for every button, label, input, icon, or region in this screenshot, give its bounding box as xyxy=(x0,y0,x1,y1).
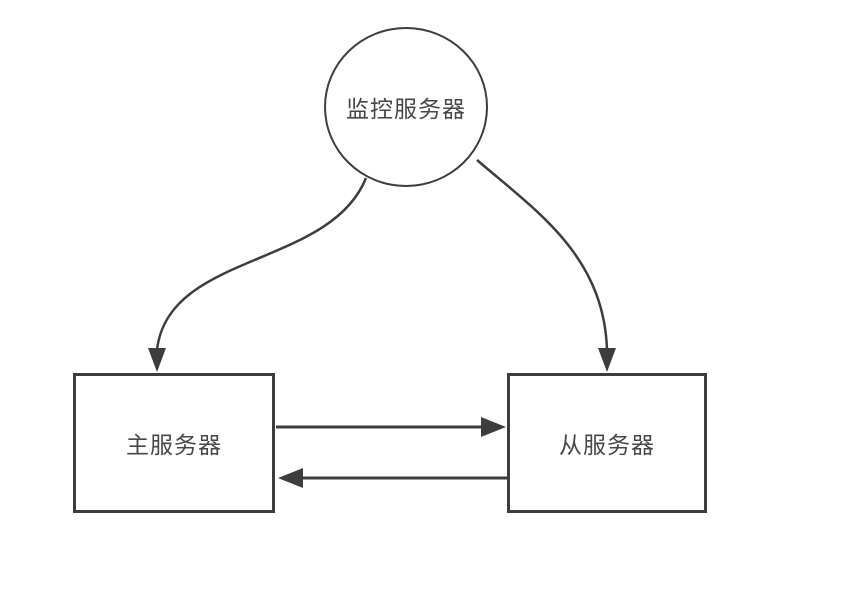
master-to-slave-arrowhead xyxy=(481,417,506,437)
monitor-server-label: 监控服务器 xyxy=(346,96,466,122)
slave-server-label: 从服务器 xyxy=(559,432,655,458)
monitor-to-slave-arrowhead xyxy=(598,348,616,372)
slave-to-master-arrowhead xyxy=(278,468,303,488)
slave-server-node: 从服务器 xyxy=(507,373,707,513)
monitor-to-master-edge xyxy=(155,177,368,351)
monitor-to-slave-edge xyxy=(476,159,609,351)
monitor-server-node: 监控服务器 xyxy=(324,27,488,187)
master-server-node: 主服务器 xyxy=(73,373,275,513)
monitor-to-master-arrowhead xyxy=(148,348,166,372)
master-server-label: 主服务器 xyxy=(126,432,222,458)
